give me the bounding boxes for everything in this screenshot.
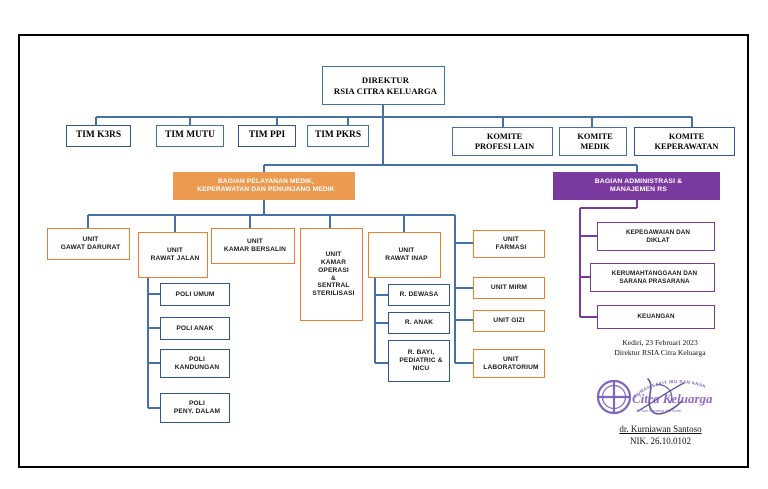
unit-farmasi-line-2: FARMASI bbox=[495, 244, 527, 251]
poli-kandungan-line-1: POLI bbox=[188, 355, 205, 363]
node-bagian-pelayanan-medik: BAGIAN PELAYANAN MEDIK, KEPERAWATAN DAN … bbox=[173, 172, 355, 200]
node-tim-ppi: TIM PPI bbox=[238, 125, 296, 147]
node-bagian-administrasi: BAGIAN ADMINISTRASI & MANAJEMEN RS bbox=[553, 172, 720, 200]
node-keuangan: KEUANGAN bbox=[597, 305, 715, 329]
unit-rawat-inap-line-1: UNIT bbox=[398, 247, 415, 255]
node-unit-kamar-bersalin: UNIT KAMAR BERSALIN bbox=[211, 228, 295, 264]
ruang-anak-label: R. ANAK bbox=[404, 319, 434, 327]
kepegawaian-line-1: KEPEGAWAIAN DAN bbox=[625, 229, 691, 237]
poli-penyakit-dalam-line-1: POLI bbox=[188, 400, 205, 408]
kerumahtanggaan-line-2: SARANA PRASARANA bbox=[619, 277, 690, 285]
tim-ppi-label: TIM PPI bbox=[248, 130, 286, 141]
signature-name-block: dr. Kurniawan Santoso NIK. 26.10.0102 bbox=[583, 424, 738, 447]
node-ruang-dewasa: R. DEWASA bbox=[388, 284, 450, 306]
tim-k3rs-label: TIM K3RS bbox=[75, 130, 122, 141]
node-kepegawaian-dan-diklat: KEPEGAWAIAN DAN DIKLAT bbox=[597, 222, 715, 251]
node-unit-kamar-operasi: UNIT KAMAR OPERASI & SENTRAL STERILISASI bbox=[300, 228, 363, 321]
bagian-medis-line-1: BAGIAN PELAYANAN MEDIK, bbox=[217, 178, 314, 186]
stamp-bottom-text: Jl. Sam Ratulangi 100 Kediri bbox=[636, 409, 682, 413]
node-direktur: DIREKTUR RSIA CITRA KELUARGA bbox=[322, 66, 445, 105]
bagian-administrasi-line-2: MANAJEMEN RS bbox=[610, 186, 667, 193]
bagian-medis-line-2: KEPERAWATAN DAN PENUNJANG MEDIK bbox=[197, 186, 335, 193]
signature-header: Kediri, 23 Februari 2023 Direktur RSIA C… bbox=[585, 338, 735, 359]
signature-nik: NIK. 26.10.0102 bbox=[630, 435, 691, 446]
komite-profesi-lain-line-1: KOMITE bbox=[486, 131, 523, 141]
direktur-line-1: DIREKTUR bbox=[361, 75, 410, 86]
tim-pkrs-label: TIM PKRS bbox=[314, 130, 362, 141]
komite-keperawatan-line-2: KEPERAWATAN bbox=[654, 141, 719, 151]
node-unit-rawat-inap: UNIT RAWAT INAP bbox=[368, 232, 441, 278]
tim-mutu-label: TIM MUTU bbox=[165, 130, 215, 141]
signature-name: dr. Kurniawan Santoso bbox=[619, 424, 702, 434]
poli-kandungan-line-2: KANDUNGAN bbox=[174, 363, 220, 371]
unit-kamar-operasi-line-6: STERILISASI bbox=[312, 290, 355, 298]
node-poli-kandungan: POLI KANDUNGAN bbox=[160, 349, 230, 378]
kerumahtanggaan-line-1: KERUMAHTANGGAAN DAN bbox=[611, 270, 698, 278]
node-unit-gizi: UNIT GIZI bbox=[473, 310, 545, 332]
node-tim-mutu: TIM MUTU bbox=[156, 125, 224, 147]
node-ruang-bayi-pediatric-nicu: R. BAYI, PEDIATRIC & NICU bbox=[388, 340, 450, 382]
node-poli-penyakit-dalam: POLI PENY. DALAM bbox=[160, 393, 230, 423]
node-kerumahtanggaan-sarana-prasarana: KERUMAHTANGGAAN DAN SARANA PRASARANA bbox=[590, 263, 715, 292]
unit-kamar-operasi-line-5: SENTRAL bbox=[317, 282, 350, 290]
unit-laboratorium-line-1: UNIT bbox=[503, 355, 519, 363]
node-poli-anak: POLI ANAK bbox=[160, 317, 230, 340]
direktur-line-2: RSIA CITRA KELUARGA bbox=[333, 85, 438, 96]
keuangan-label: KEUANGAN bbox=[637, 313, 675, 321]
official-stamp-icon: RUMAH SAKIT IBU DAN ANAK Citra Keluarga … bbox=[596, 378, 713, 415]
unit-rawat-jalan-line-2: RAWAT JALAN bbox=[150, 255, 200, 262]
node-unit-rawat-jalan: UNIT RAWAT JALAN bbox=[138, 232, 208, 278]
node-unit-farmasi: UNIT FARMASI bbox=[473, 230, 545, 258]
kepegawaian-line-2: DIKLAT bbox=[646, 236, 670, 244]
ruang-dewasa-label: R. DEWASA bbox=[399, 291, 439, 299]
unit-farmasi-line-1: UNIT bbox=[503, 236, 519, 244]
unit-gizi-label: UNIT GIZI bbox=[493, 317, 525, 325]
unit-kamar-operasi-line-3: OPERASI bbox=[318, 266, 349, 274]
bagian-administrasi-line-1: BAGIAN ADMINISTRASI & bbox=[594, 177, 683, 185]
ruang-bayi-line-2: PEDIATRIC & bbox=[399, 357, 443, 365]
node-ruang-anak: R. ANAK bbox=[388, 312, 450, 334]
unit-gawat-darurat-line-2: GAWAT DARURAT bbox=[60, 244, 121, 251]
unit-kamar-operasi-line-4: & bbox=[331, 274, 336, 282]
komite-medik-line-1: KOMITE bbox=[577, 131, 613, 141]
poli-penyakit-dalam-line-2: PENY. DALAM bbox=[173, 408, 221, 415]
stamp-main-text: Citra Keluarga bbox=[632, 391, 713, 406]
unit-rawat-inap-line-2: RAWAT INAP bbox=[385, 255, 428, 262]
signature-role: Direktur RSIA Citra Keluarga bbox=[614, 348, 706, 358]
poli-umum-label: POLI UMUM bbox=[175, 290, 215, 298]
node-komite-keperawatan: KOMITE KEPERAWATAN bbox=[634, 127, 735, 156]
node-tim-k3rs: TIM K3RS bbox=[66, 125, 131, 147]
node-poli-umum: POLI UMUM bbox=[160, 283, 230, 306]
unit-kamar-operasi-line-2: KAMAR bbox=[320, 258, 347, 266]
ruang-bayi-line-3: NICU bbox=[412, 364, 430, 372]
unit-kamar-operasi-line-1: UNIT bbox=[325, 251, 342, 259]
signature-place-date: Kediri, 23 Februari 2023 bbox=[622, 338, 698, 347]
unit-laboratorium-line-2: LABORATORIUM bbox=[483, 363, 539, 371]
node-unit-mirm: UNIT MIRM bbox=[473, 277, 545, 299]
komite-keperawatan-line-1: KOMITE bbox=[668, 131, 705, 141]
node-komite-medik: KOMITE MEDIK bbox=[559, 127, 627, 156]
node-tim-pkrs: TIM PKRS bbox=[307, 125, 369, 147]
poli-anak-label: POLI ANAK bbox=[176, 324, 214, 332]
node-komite-profesi-lain: KOMITE PROFESI LAIN bbox=[452, 127, 553, 156]
ruang-bayi-line-1: R. BAYI, bbox=[407, 349, 435, 357]
unit-rawat-jalan-line-1: UNIT bbox=[167, 247, 183, 255]
komite-medik-line-2: MEDIK bbox=[580, 141, 610, 151]
node-unit-laboratorium: UNIT LABORATORIUM bbox=[473, 349, 545, 378]
unit-gawat-darurat-line-1: UNIT bbox=[82, 236, 99, 244]
unit-kamar-bersalin-line-2: KAMAR BERSALIN bbox=[223, 246, 287, 253]
unit-kamar-bersalin-line-1: UNIT bbox=[247, 238, 263, 246]
komite-profesi-lain-line-2: PROFESI LAIN bbox=[474, 141, 535, 151]
node-unit-gawat-darurat: UNIT GAWAT DARURAT bbox=[47, 228, 130, 260]
unit-mirm-label: UNIT MIRM bbox=[490, 284, 528, 292]
